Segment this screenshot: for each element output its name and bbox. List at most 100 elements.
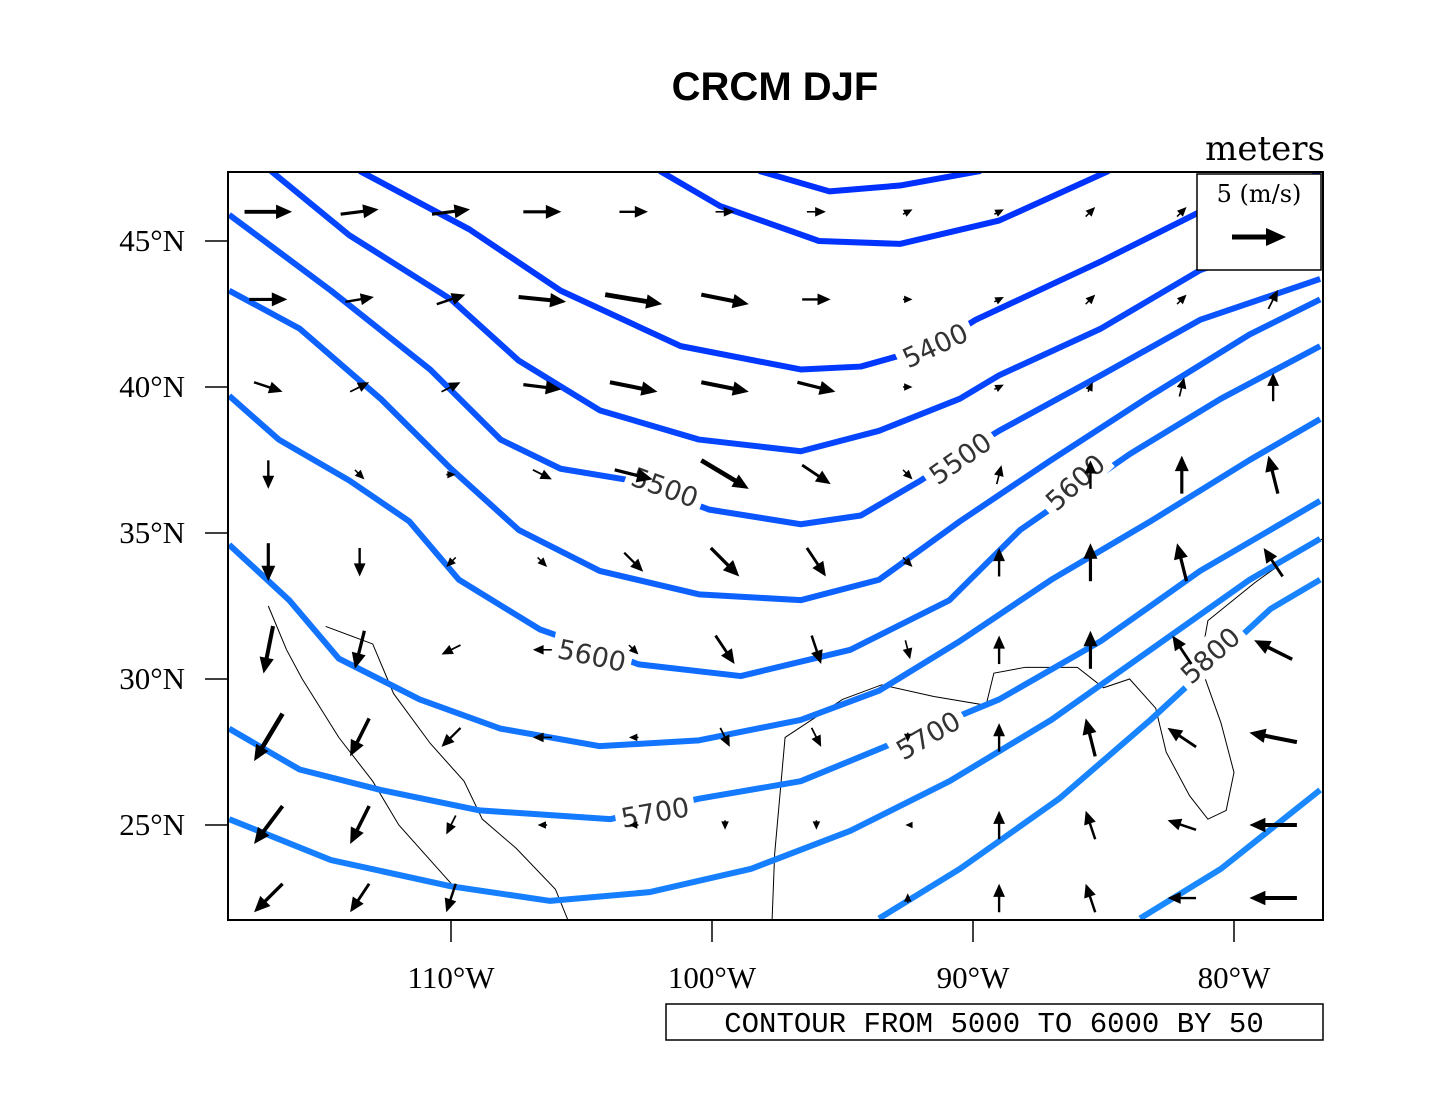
wind-vector: [441, 644, 461, 655]
x-tick-label: 90°W: [937, 960, 1010, 995]
wind-vector: [1085, 382, 1093, 393]
wind-vector: [993, 635, 1006, 665]
wind-vector: [1249, 728, 1298, 745]
wind-vector: [1084, 810, 1097, 840]
contour-info-box: CONTOUR FROM 5000 TO 6000 BY 50: [665, 1003, 1324, 1041]
wind-vector: [993, 883, 1006, 913]
wind-vector: [351, 630, 366, 669]
contour-5700: [228, 498, 1322, 823]
wind-vector: [902, 640, 913, 660]
wind-vector: [1249, 817, 1297, 833]
wind-vector: [1265, 455, 1280, 494]
wind-vector: [350, 717, 371, 757]
wind-vector: [1085, 207, 1096, 218]
wind-vector: [700, 292, 749, 309]
y-tick-label: 35°N: [119, 515, 185, 550]
wind-vector: [715, 206, 735, 217]
wind-vector: [802, 293, 831, 306]
map-background: [228, 172, 1323, 920]
contour-5550: [228, 287, 1322, 604]
wind-vector: [993, 547, 1006, 577]
wind-vector: [619, 205, 648, 218]
wind-vector: [1176, 294, 1187, 305]
wind-vector: [1083, 630, 1098, 669]
wind-vector: [249, 292, 288, 307]
wind-vector: [609, 380, 658, 396]
wind-vector: [254, 882, 284, 913]
coastline: [325, 625, 569, 920]
wind-vector: [1174, 455, 1189, 494]
wind-vector: [709, 546, 740, 577]
wind-vector: [700, 458, 749, 489]
wind-vector: [1267, 372, 1280, 402]
wind-vector: [537, 821, 548, 829]
map-frame: [227, 171, 1324, 921]
wind-vector: [353, 547, 366, 577]
wind-vector: [903, 893, 912, 903]
wind-vector: [1172, 635, 1193, 665]
wind-vector: [441, 382, 461, 393]
wind-vector: [262, 460, 275, 489]
reference-vector-label: 5 (m/s): [1217, 180, 1302, 208]
contour-5400: [358, 172, 1322, 373]
wind-vector: [1173, 543, 1189, 582]
wind-vector: [259, 625, 276, 674]
wind-vector: [721, 820, 729, 830]
wind-vector: [714, 634, 735, 665]
wind-vector: [614, 468, 653, 483]
wind-vector: [1267, 289, 1278, 310]
wind-vector: [993, 810, 1006, 840]
wind-vector: [1085, 294, 1096, 305]
wind-vector: [446, 815, 457, 835]
reference-vector-legend: 5 (m/s): [1196, 173, 1322, 271]
wind-vector: [444, 883, 457, 913]
wind-vector: [350, 882, 371, 913]
wind-vector: [700, 380, 749, 396]
reference-arrow-icon: [1232, 228, 1286, 246]
coastline: [267, 605, 454, 887]
wind-vector: [254, 712, 285, 762]
wind-vector: [523, 204, 562, 219]
wind-vector: [354, 469, 365, 480]
wind-vector: [604, 292, 663, 309]
units-label: meters: [1205, 129, 1325, 169]
wind-vector: [902, 556, 913, 567]
wind-vector: [1084, 460, 1097, 489]
y-tick-label: 30°N: [119, 661, 185, 696]
wind-vector: [628, 733, 639, 742]
wind-vector: [994, 209, 1004, 217]
x-tick-label: 110°W: [407, 960, 495, 995]
wind-vector: [345, 293, 374, 306]
wind-vector: [1167, 727, 1197, 749]
wind-vector: [431, 204, 470, 219]
wind-vector: [1263, 547, 1284, 578]
figure-title: CRCM DJF: [672, 65, 879, 109]
wind-vector: [994, 297, 1004, 305]
wind-vector: [628, 821, 639, 829]
contour-5650: [228, 416, 1322, 750]
wind-vectors: [244, 204, 1298, 913]
contour-5850: [1138, 787, 1322, 920]
wind-vector: [1082, 718, 1097, 757]
wind-vector: [812, 820, 821, 830]
wind-vector: [523, 380, 562, 395]
wind-vector: [254, 804, 285, 844]
wind-vector: [441, 727, 462, 747]
wind-vector: [805, 547, 826, 577]
wind-vector: [902, 469, 913, 480]
wind-vector: [993, 723, 1006, 752]
wind-vector: [994, 465, 1004, 485]
wind-vector: [261, 543, 276, 582]
contour-5500: [228, 212, 1322, 528]
wind-vector: [532, 644, 552, 655]
wind-vector: [446, 556, 457, 567]
x-tick-label: 80°W: [1198, 960, 1271, 995]
wind-vector: [532, 732, 552, 743]
wind-vector: [628, 644, 639, 655]
wind-vector: [1176, 377, 1187, 397]
wind-vector: [1254, 640, 1293, 661]
wind-vector: [903, 383, 913, 391]
wind-vector: [903, 295, 913, 304]
